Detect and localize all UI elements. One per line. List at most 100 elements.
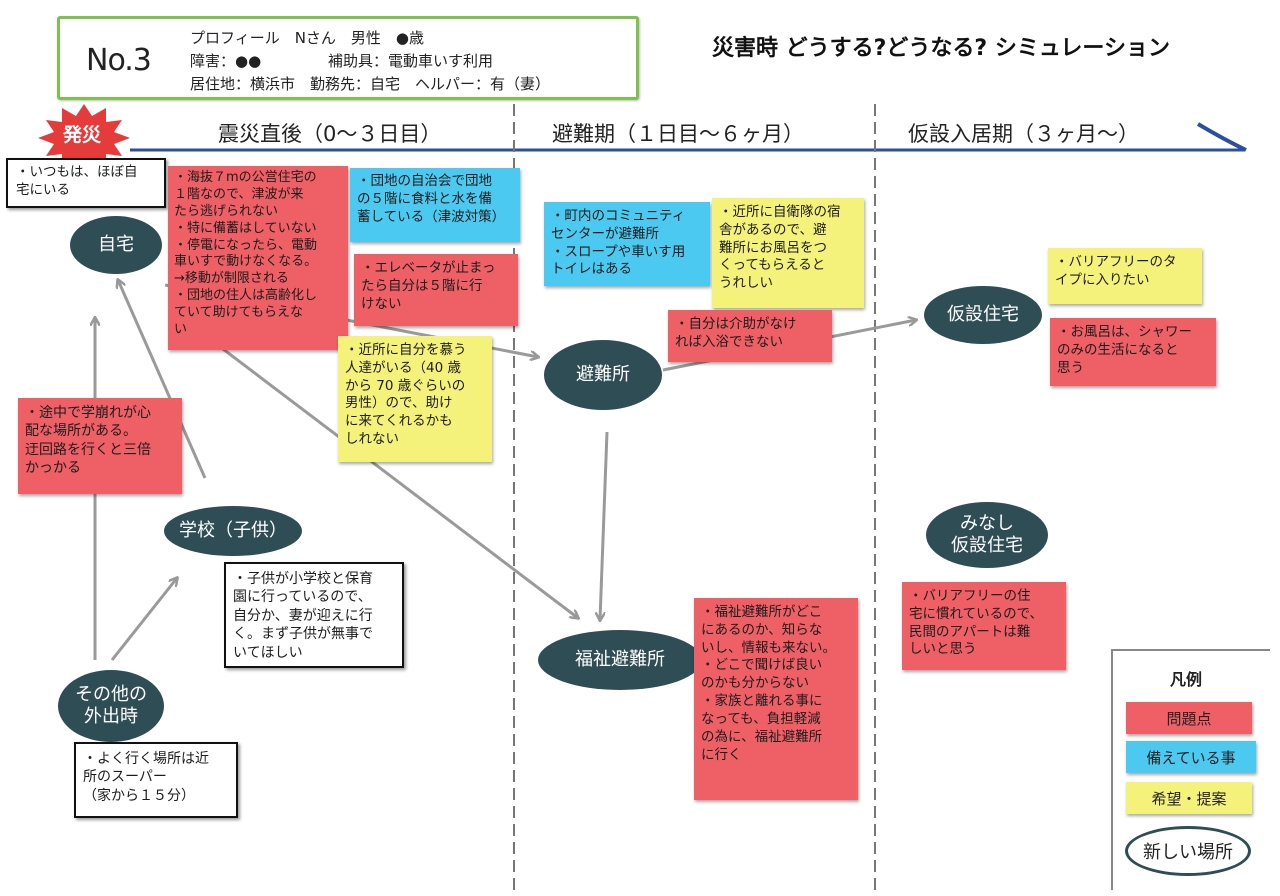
- note-line: しれない: [345, 431, 399, 448]
- node-temp-housing: 仮設住宅: [924, 286, 1042, 344]
- node-outing-line1: その他の: [75, 683, 147, 705]
- note-line: しいと思う: [909, 641, 977, 658]
- note-line: ・海抜７mの公営住宅の: [174, 170, 317, 185]
- note-line: ・停電になったら、電動: [174, 237, 318, 253]
- note-line: ・エレベータが止まっ: [361, 260, 496, 276]
- note-line: 民間のアパートは難: [909, 623, 1031, 640]
- legend-wish-label: 希望・提案: [1151, 789, 1227, 808]
- profile-number: No.3: [86, 43, 152, 78]
- note-line: （家から１５分）: [83, 787, 195, 804]
- note-line: く。まず子供が無事で: [233, 626, 373, 643]
- note-line: ・近所に自衛隊の宿: [719, 204, 841, 220]
- note-line: かっかる: [25, 460, 81, 477]
- note-line: 舎があるので、避: [719, 221, 827, 238]
- note-line: れば入浴できない: [675, 333, 783, 350]
- node-outing-line2: 外出時: [84, 706, 138, 727]
- phase-temporary-housing: 仮設入居期（３ヶ月～）: [908, 122, 1139, 146]
- legend-wish: 希望・提案: [1126, 782, 1252, 814]
- node-deemed-line2: 仮設住宅: [951, 535, 1023, 556]
- legend-title: 凡例: [1170, 670, 1203, 689]
- legend-frame: [1111, 649, 1270, 890]
- node-school-label: 学校（子供）: [179, 519, 287, 541]
- note-line: に行く: [701, 746, 742, 763]
- profile-aid: 補助具：電動車いす利用: [328, 52, 494, 70]
- note-line: ・スロープや車いす用: [551, 243, 686, 260]
- note-line: ・どこで聞けば良い: [701, 657, 823, 674]
- note-home-prepared: ・団地の自治会で団地 の５階に食料と水を備 蓄している（津波対策）: [350, 168, 520, 242]
- note-line: 配な場所がある。: [25, 423, 137, 440]
- note-line: にあるのか、知らな: [701, 621, 823, 638]
- note-line: けない: [361, 295, 402, 312]
- note-line: いし、情報も来ない。: [701, 639, 836, 656]
- node-temp-housing-label: 仮設住宅: [947, 303, 1019, 325]
- note-private-apartment: ・バリアフリーの住 宅に慣れているので、 民間のアパートは難 しいと思う: [902, 582, 1066, 670]
- page-title: 災害時 どうする?どうなる? シミュレーション: [712, 36, 1170, 61]
- note-line: 車いすで動けなくなる。: [174, 254, 318, 270]
- note-line: ・子供が小学校と保育: [233, 571, 373, 587]
- note-line: 難所にお風呂をつ: [719, 239, 827, 256]
- note-line: 宅にいる: [16, 181, 70, 198]
- note-line: ・よく行く場所は近: [83, 751, 209, 767]
- profile-disability: 障害：●●: [190, 52, 262, 70]
- note-school-kids: ・子供が小学校と保育 園に行っているので、 自分か、妻が迎えに行 く。まず子供が…: [224, 562, 404, 668]
- note-line: ていて助けてもらえな: [174, 305, 303, 321]
- node-deemed-line1: みなし: [960, 512, 1014, 534]
- note-sdf-bath: ・近所に自衛隊の宿 舎があるので、避 難所にお風呂をつ くってもらえると うれし…: [712, 198, 864, 308]
- arrow-school-to-home: [118, 280, 207, 479]
- note-line: ・お風呂は、シャワー: [1057, 324, 1192, 340]
- note-line: ・特に備蓄はしていない: [174, 220, 317, 236]
- arrow-shelter-to-welfare: [600, 431, 609, 620]
- note-line: ・いつもは、ほぼ自: [16, 164, 138, 180]
- note-line: 蓄している（津波対策）: [357, 208, 506, 225]
- note-home-problems: ・海抜７mの公営住宅の １階なので、津波が来 たら逃げられない ・特に備蓄はして…: [168, 166, 348, 350]
- node-school: 学校（子供）: [164, 506, 302, 556]
- note-line: トイレはある: [551, 261, 632, 278]
- legend-problem-label: 問題点: [1166, 709, 1212, 728]
- note-line: の５階に食料と水を備: [357, 190, 492, 207]
- note-line: ・バリアフリーの住: [909, 588, 1031, 604]
- note-neighbors: ・近所に自分を慕う 人達がいる（40 歳 から 70 歳ぐらいの 男性）ので、助…: [338, 336, 492, 462]
- note-line: １階なので、津波が来: [174, 186, 304, 202]
- note-line: い: [174, 322, 188, 338]
- note-line: 迂回路を行くと三倍: [25, 441, 151, 458]
- legend-prepared-label: 備えている事: [1146, 748, 1236, 767]
- note-line: センターが避難所: [551, 225, 659, 242]
- note-barrier-free-want: ・バリアフリーのタ イプに入りたい: [1048, 248, 1202, 304]
- note-line: ・バリアフリーのタ: [1055, 254, 1177, 270]
- start-burst: [38, 104, 130, 168]
- node-welfare-shelter-label: 福祉避難所: [575, 648, 665, 670]
- note-line: ・自分は介助がなけ: [675, 316, 797, 332]
- node-home-label: 自宅: [98, 233, 134, 255]
- node-home: 自宅: [70, 216, 162, 274]
- note-line: イプに入りたい: [1055, 271, 1150, 288]
- note-line: のみの生活になると: [1057, 341, 1179, 358]
- note-line: から 70 歳ぐらいの: [345, 377, 466, 394]
- profile-line-1: プロフィール Nさん 男性 ●歳: [190, 29, 425, 47]
- note-line: に来てくれるかも: [345, 413, 453, 430]
- legend-new-place: 新しい場所: [1125, 826, 1251, 876]
- note-bath-help: ・自分は介助がなけ れば入浴できない: [668, 310, 832, 362]
- node-welfare-shelter: 福祉避難所: [538, 630, 702, 690]
- node-shelter-label: 避難所: [576, 363, 630, 385]
- arrow-outing-to-school: [110, 578, 177, 661]
- note-home-usual: ・いつもは、ほぼ自 宅にいる: [6, 158, 166, 208]
- phase-immediate: 震災直後（0～３日目）: [218, 122, 442, 146]
- note-line: いてほしい: [233, 644, 303, 661]
- note-detour: ・途中で学崩れが心 配な場所がある。 迂回路を行くと三倍 かっかる: [18, 398, 182, 494]
- note-line: 所のスーパー: [83, 769, 167, 786]
- note-line: くってもらえると: [719, 257, 826, 274]
- note-line: ・団地の自治会で団地: [357, 173, 492, 189]
- profile-line-3: 居住地：横浜市 勤務先：自宅 ヘルパー：有（妻）: [190, 75, 551, 93]
- note-line: 人達がいる（40 歳: [345, 359, 461, 376]
- note-line: のかも分からない: [701, 675, 809, 692]
- note-line: 男性）ので、助け: [345, 395, 453, 412]
- note-line: 思う: [1057, 359, 1084, 376]
- node-shelter: 避難所: [544, 340, 662, 410]
- note-elevator: ・エレベータが止まっ たら自分は５階に行 けない: [354, 254, 518, 326]
- note-line: 宅に慣れているので、: [909, 605, 1044, 622]
- note-line: の為に、福祉避難所: [701, 728, 823, 745]
- note-line: うれしい: [719, 275, 773, 292]
- note-shower-only: ・お風呂は、シャワー のみの生活になると 思う: [1050, 318, 1216, 386]
- legend-prepared: 備えている事: [1126, 741, 1256, 773]
- note-line: ・途中で学崩れが心: [25, 405, 151, 421]
